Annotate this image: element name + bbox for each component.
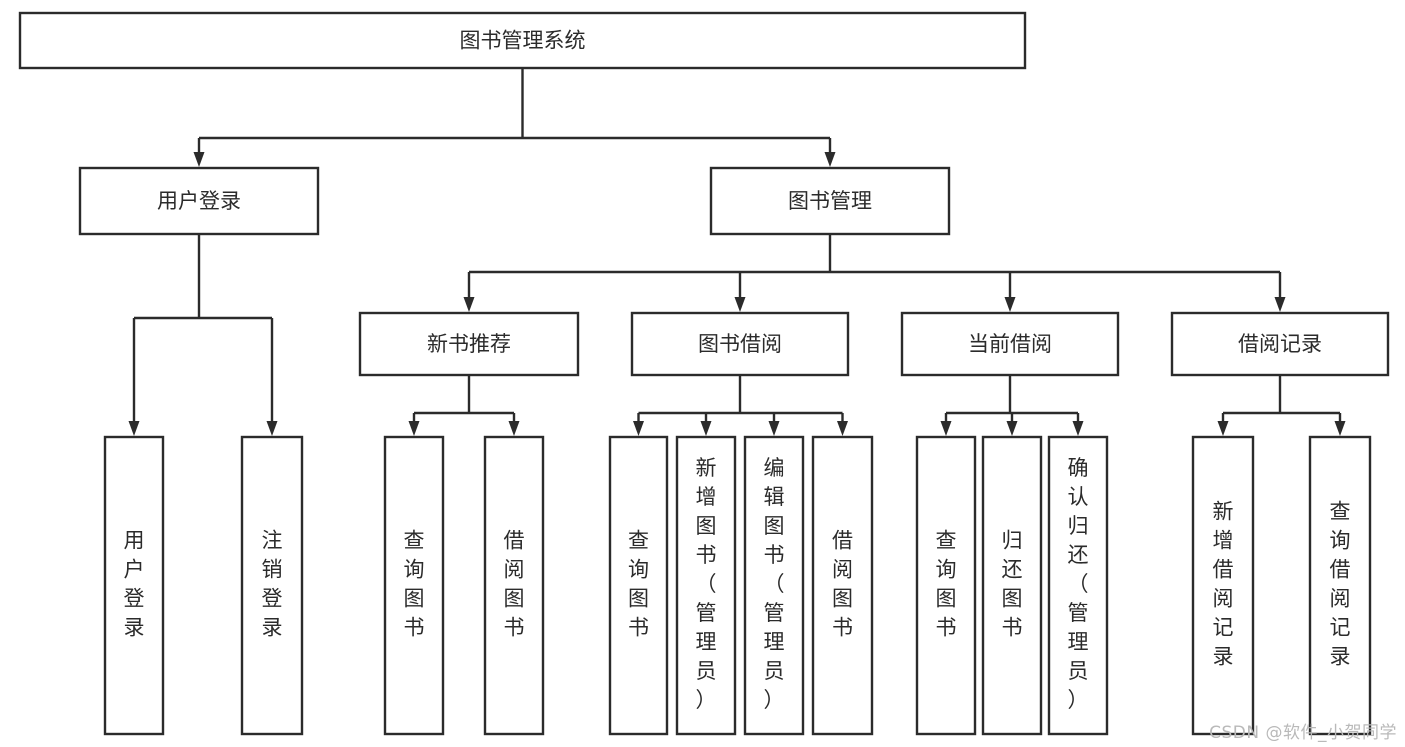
node-box-leaf-borrow-book-recommend[interactable] [483,435,545,736]
node-box-user-login[interactable] [78,166,320,236]
node-label-book-borrow: 图书借阅 [698,332,782,356]
node-leaf-edit-book[interactable]: 编辑图书（管理员） [743,435,805,736]
node-label-borrow-record: 借阅记录 [1238,332,1322,356]
node-label-leaf-borrow-book-recommend: 借阅图书 [504,529,525,640]
node-leaf-query-book-current[interactable]: 查询图书 [915,435,977,736]
node-leaf-query-book-borrow[interactable]: 查询图书 [608,435,669,736]
arrow-book-borrow-to-leaf-edit-book [768,421,780,436]
arrow-book-borrow-to-leaf-add-book [700,421,712,436]
node-box-leaf-query-book-current[interactable] [915,435,977,736]
node-label-leaf-query-book-recommend: 查询图书 [404,529,425,640]
node-new-book-recommend[interactable]: 新书推荐 [358,311,580,377]
node-label-new-book-recommend: 新书推荐 [427,332,511,356]
arrow-borrow-record-to-leaf-query-borrow-record [1334,421,1346,436]
node-label-leaf-add-borrow-record: 新增借阅记录 [1213,500,1234,669]
node-book-borrow[interactable]: 图书借阅 [630,311,850,377]
arrow-book-manage-to-new-book-recommend [463,297,475,312]
node-box-leaf-add-book[interactable] [675,435,737,736]
arrow-current-borrow-to-leaf-query-book-current [940,421,952,436]
node-leaf-add-book[interactable]: 新增图书（管理员） [675,435,737,736]
node-label-leaf-query-book-current: 查询图书 [936,529,957,640]
node-label-leaf-borrow-book: 借阅图书 [832,529,853,640]
node-book-manage[interactable]: 图书管理 [709,166,951,236]
node-box-leaf-query-book-recommend[interactable] [383,435,445,736]
node-box-leaf-return-book[interactable] [981,435,1043,736]
node-box-borrow-record[interactable] [1170,311,1390,377]
node-label-leaf-return-book: 归还图书 [1002,529,1023,640]
arrow-book-borrow-to-leaf-query-book-borrow [633,421,644,436]
arrow-user-login-to-leaf-user-logout [266,421,278,436]
node-leaf-confirm-return[interactable]: 确认归还（管理员） [1047,435,1109,736]
node-label-leaf-query-borrow-record: 查询借阅记录 [1330,500,1351,669]
node-leaf-user-logout[interactable]: 注销登录 [240,435,304,736]
node-leaf-return-book[interactable]: 归还图书 [981,435,1043,736]
arrow-book-manage-to-current-borrow [1004,297,1016,312]
node-leaf-user-login[interactable]: 用户登录 [103,435,165,736]
node-box-leaf-query-borrow-record[interactable] [1308,435,1372,736]
node-leaf-query-book-recommend[interactable]: 查询图书 [383,435,445,736]
nodes-layer: 图书管理系统用户登录图书管理新书推荐图书借阅当前借阅借阅记录用户登录注销登录查询… [18,11,1390,736]
node-box-leaf-user-login[interactable] [103,435,165,736]
arrow-root-to-user-login [193,152,205,167]
node-box-current-borrow[interactable] [900,311,1120,377]
node-label-leaf-confirm-return: 确认归还（管理员） [1068,456,1089,712]
node-box-leaf-user-logout[interactable] [240,435,304,736]
node-leaf-borrow-book[interactable]: 借阅图书 [811,435,874,736]
node-box-leaf-add-borrow-record[interactable] [1191,435,1255,736]
node-label-leaf-add-book: 新增图书（管理员） [696,456,717,712]
node-user-login[interactable]: 用户登录 [78,166,320,236]
node-box-book-manage[interactable] [709,166,951,236]
node-borrow-record[interactable]: 借阅记录 [1170,311,1390,377]
node-label-leaf-edit-book: 编辑图书（管理员） [764,456,785,712]
node-box-leaf-confirm-return[interactable] [1047,435,1109,736]
connectors-layer [128,68,1346,436]
arrow-current-borrow-to-leaf-return-book [1006,421,1018,436]
node-label-book-manage: 图书管理 [788,189,872,213]
arrow-new-book-recommend-to-leaf-query-book-recommend [408,421,420,436]
node-label-root: 图书管理系统 [460,29,586,53]
arrow-current-borrow-to-leaf-confirm-return [1072,421,1084,436]
node-leaf-add-borrow-record[interactable]: 新增借阅记录 [1191,435,1255,736]
node-leaf-query-borrow-record[interactable]: 查询借阅记录 [1308,435,1372,736]
arrow-new-book-recommend-to-leaf-borrow-book-recommend [508,421,520,436]
arrow-user-login-to-leaf-user-login [128,421,140,436]
node-root[interactable]: 图书管理系统 [18,11,1027,70]
node-box-book-borrow[interactable] [630,311,850,377]
arrow-book-manage-to-borrow-record [1274,297,1286,312]
node-box-leaf-edit-book[interactable] [743,435,805,736]
node-leaf-borrow-book-recommend[interactable]: 借阅图书 [483,435,545,736]
node-current-borrow[interactable]: 当前借阅 [900,311,1120,377]
node-label-leaf-user-logout: 注销登录 [262,529,283,640]
node-label-leaf-query-book-borrow: 查询图书 [628,529,649,640]
node-box-new-book-recommend[interactable] [358,311,580,377]
node-label-leaf-user-login: 用户登录 [124,529,145,640]
arrow-borrow-record-to-leaf-add-borrow-record [1217,421,1229,436]
node-label-current-borrow: 当前借阅 [968,332,1052,356]
arrow-book-borrow-to-leaf-borrow-book [837,421,848,436]
arrow-book-manage-to-book-borrow [734,297,746,312]
node-label-user-login: 用户登录 [157,189,241,213]
arrow-root-to-book-manage [824,152,836,167]
node-box-leaf-borrow-book[interactable] [811,435,874,736]
node-box-root[interactable] [18,11,1027,70]
node-box-leaf-query-book-borrow[interactable] [608,435,669,736]
